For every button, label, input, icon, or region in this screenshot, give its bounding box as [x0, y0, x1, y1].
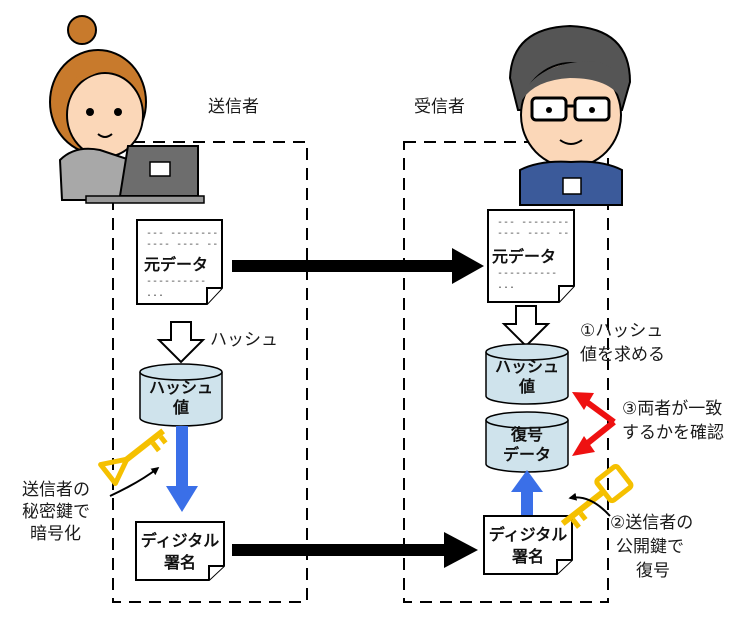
receiver-hash-arrow	[501, 305, 551, 348]
encrypt-curve-arrow	[109, 467, 160, 497]
sender-dashed-box	[112, 141, 308, 603]
compare-red-arrows	[572, 392, 616, 456]
doc-line: ----------	[146, 276, 206, 287]
encrypt-annotation: 暗号化	[30, 524, 81, 544]
sender-signature-label: 署名	[163, 553, 196, 572]
doc-line: ...	[146, 288, 164, 299]
doc-line: ---- ---- --	[497, 228, 569, 239]
step3-annotation: するかを確認	[622, 423, 724, 443]
decrypt-blue-arrow	[511, 470, 543, 518]
decrypt-curve-arrow	[568, 492, 611, 517]
sender-hash-label: ハッシュ	[149, 378, 213, 397]
receiver-hash-label: 値	[518, 377, 535, 396]
step2-annotation: ②送信者の	[610, 513, 693, 533]
decrypted-data-label: 復号	[510, 425, 543, 444]
decrypted-data-label: データ	[503, 445, 551, 464]
sender-hash-label: 値	[172, 398, 189, 417]
sender-person-icon	[49, 15, 205, 204]
receiver-person-icon	[508, 24, 632, 206]
step2-annotation: 公開鍵で	[616, 537, 684, 557]
doc-line: --- --------	[497, 217, 569, 228]
encrypt-blue-arrow	[166, 426, 198, 512]
receiver-signature-doc: ディジタル 署名	[483, 515, 573, 575]
doc-line: ...	[497, 280, 515, 291]
doc-line: ----------	[497, 268, 557, 279]
receiver-signature-label: 署名	[511, 547, 544, 566]
receiver-signature-label: ディジタル	[489, 525, 568, 544]
original-data-transfer-arrow	[232, 248, 484, 284]
doc-line: --- --------	[146, 228, 218, 239]
sender-hash-cylinder: ハッシュ 値	[139, 363, 223, 427]
signature-transfer-arrow	[232, 532, 478, 568]
doc-line: ---- ---- --	[146, 239, 218, 250]
receiver-original-label: 元データ	[492, 247, 556, 266]
sender-original-label: 元データ	[144, 255, 208, 274]
receiver-title: 受信者	[414, 97, 465, 117]
decrypted-data-cylinder: 復号 データ	[485, 411, 569, 473]
sender-hash-arrow	[156, 321, 206, 364]
step1-annotation: ①ハッシュ	[580, 321, 663, 341]
private-key-icon	[98, 428, 168, 486]
sender-signature-label: ディジタル	[141, 531, 220, 550]
step3-annotation: ③両者が一致	[622, 399, 722, 419]
receiver-hash-label: ハッシュ	[495, 357, 559, 376]
step1-annotation: 値を求める	[580, 345, 665, 365]
public-key-icon	[560, 463, 634, 529]
encrypt-annotation: 送信者の	[22, 480, 90, 500]
sender-original-doc: --- -------- ---- ---- -- 元データ ---------…	[136, 219, 223, 305]
receiver-dashed-box	[403, 141, 609, 603]
step2-annotation: 復号	[636, 561, 670, 581]
encrypt-annotation: 秘密鍵で	[22, 502, 90, 522]
receiver-original-doc: --- -------- ---- ---- -- 元データ ---------…	[487, 209, 575, 303]
receiver-hash-cylinder: ハッシュ 値	[485, 343, 569, 405]
sender-title: 送信者	[208, 97, 259, 117]
hash-step-label: ハッシュ	[210, 330, 278, 350]
sender-signature-doc: ディジタル 署名	[135, 521, 225, 581]
